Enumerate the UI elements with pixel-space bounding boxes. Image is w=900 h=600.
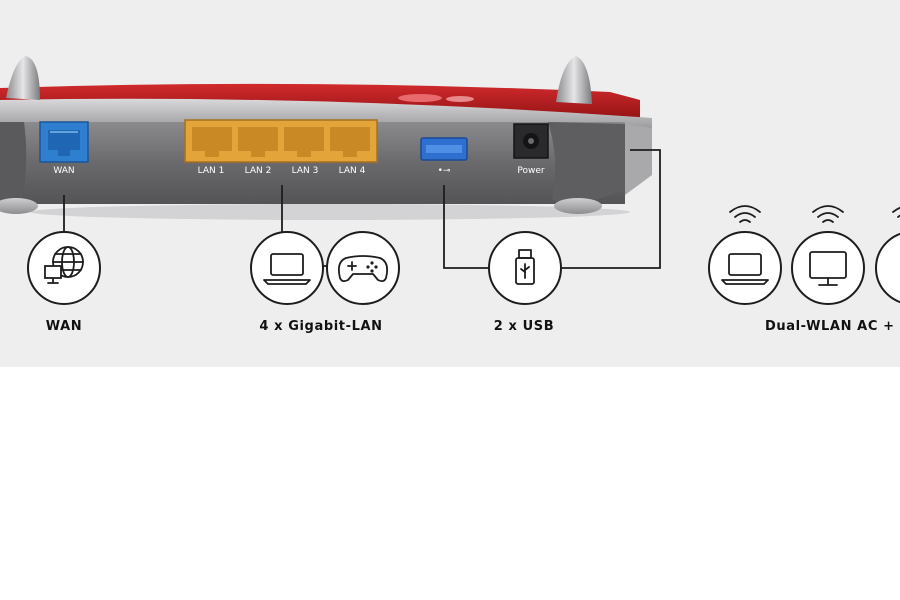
wifi-icon bbox=[892, 206, 900, 218]
wifi-laptop-icon bbox=[721, 253, 769, 285]
lan-laptop-circle bbox=[250, 231, 324, 305]
lan-port-2 bbox=[238, 127, 278, 157]
usb-caption: 2 x USB bbox=[494, 319, 555, 334]
usb-side-connector-line bbox=[561, 149, 661, 269]
router-top-highlight bbox=[398, 94, 442, 102]
router-right-edge bbox=[625, 124, 652, 195]
wlan-laptop-circle bbox=[708, 231, 782, 305]
antenna-right bbox=[556, 56, 592, 104]
wlan-phone-circle bbox=[875, 233, 900, 303]
router-right-side bbox=[548, 122, 625, 205]
usb-port-label: •⊸ bbox=[438, 166, 451, 176]
router: WAN bbox=[0, 56, 652, 220]
wifi-icon bbox=[729, 205, 761, 223]
wan-caption: WAN bbox=[46, 319, 83, 334]
usb-connector-line bbox=[443, 185, 489, 269]
router-left-side bbox=[0, 122, 27, 210]
lan-port-block bbox=[184, 119, 378, 163]
wlan-monitor-circle bbox=[791, 231, 865, 305]
antenna-left bbox=[6, 56, 40, 100]
wlan-caption: Dual-WLAN AC + N bbox=[765, 319, 900, 334]
usb-feature bbox=[488, 231, 562, 305]
router-foot-left bbox=[0, 198, 38, 214]
lan-gamepad-circle bbox=[326, 231, 400, 305]
globe-monitor-icon bbox=[44, 246, 84, 284]
lan-port-4 bbox=[330, 127, 370, 157]
router-top-rim bbox=[0, 98, 652, 128]
lan-port-1 bbox=[192, 127, 232, 157]
lan-port-3 bbox=[284, 127, 324, 157]
router-shadow bbox=[30, 204, 630, 220]
usb-stick-icon bbox=[515, 249, 535, 285]
lan-feature bbox=[250, 231, 400, 305]
lan2-port-label: LAN 2 bbox=[245, 166, 272, 176]
router-diagram-svg: WAN bbox=[0, 56, 900, 334]
laptop-icon bbox=[263, 253, 311, 285]
usb-port bbox=[420, 137, 468, 161]
wifi-monitor-icon bbox=[809, 251, 847, 286]
lan4-port-label: LAN 4 bbox=[339, 166, 366, 176]
router-foot-right bbox=[554, 198, 602, 214]
wan-port-label: WAN bbox=[53, 166, 74, 176]
gamepad-icon bbox=[337, 255, 389, 283]
lan-caption: 4 x Gigabit-LAN bbox=[259, 319, 382, 334]
wlan-feature bbox=[708, 205, 900, 305]
wifi-icon bbox=[812, 205, 844, 223]
power-port bbox=[513, 123, 549, 159]
wan-circle bbox=[27, 231, 101, 305]
wan-port bbox=[39, 121, 89, 163]
lan3-port-label: LAN 3 bbox=[292, 166, 319, 176]
router-top-highlight bbox=[446, 96, 474, 102]
wan-feature bbox=[27, 231, 101, 305]
lan1-port-label: LAN 1 bbox=[198, 166, 225, 176]
power-port-label: Power bbox=[517, 166, 545, 176]
